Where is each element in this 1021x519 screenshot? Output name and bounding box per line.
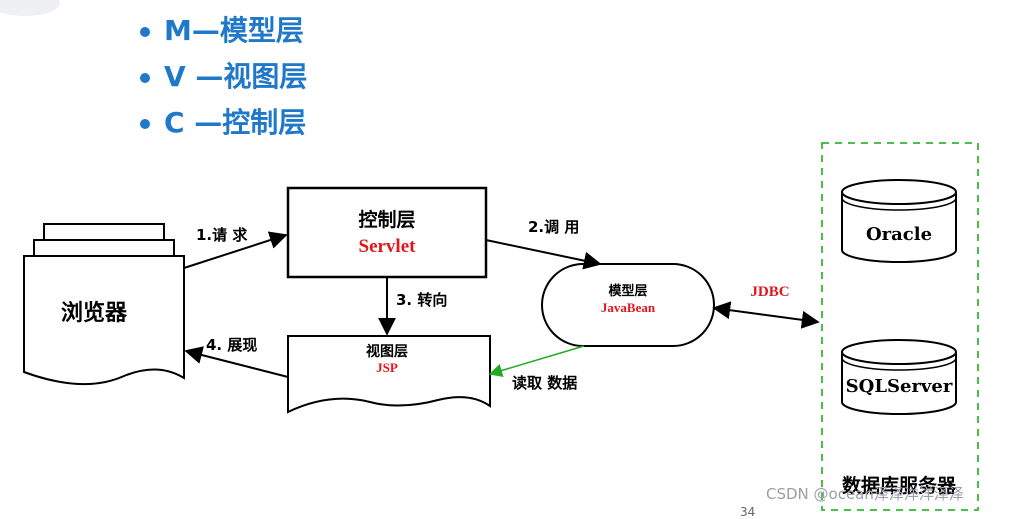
page-number: 34 bbox=[740, 505, 756, 519]
bullet-text: V —视图层 bbox=[164, 60, 308, 93]
view-node: 视图层 JSP bbox=[287, 335, 491, 414]
bullet-dot-icon bbox=[140, 119, 150, 129]
forward-label: 3. 转向 bbox=[396, 291, 447, 309]
model-subtitle: JavaBean bbox=[601, 300, 656, 315]
bullet-view: V —视图层 bbox=[140, 54, 307, 100]
call-arrow bbox=[485, 239, 602, 270]
jdbc-label: JDBC bbox=[750, 284, 789, 300]
show-arrow bbox=[184, 346, 289, 378]
cylinder-top bbox=[841, 339, 957, 365]
sqlserver-database-icon: SQLServer bbox=[841, 339, 957, 415]
bullet-dot-icon bbox=[140, 27, 150, 37]
model-title: 模型层 bbox=[608, 283, 647, 299]
bullet-list: M—模型层 V —视图层 C —控制层 bbox=[140, 8, 307, 146]
bullet-text: C —控制层 bbox=[164, 106, 307, 139]
oracle-database-icon: Oracle bbox=[841, 179, 957, 263]
controller-node: 控制层 Servlet bbox=[286, 186, 488, 279]
cylinder-rim bbox=[841, 197, 957, 211]
browser-node: 浏览器 bbox=[23, 223, 185, 386]
request-arrow bbox=[183, 231, 288, 269]
read-data-arrow bbox=[488, 345, 585, 378]
browser-label: 浏览器 bbox=[61, 300, 128, 326]
show-label: 4. 展现 bbox=[206, 336, 257, 354]
controller-title: 控制层 bbox=[358, 208, 415, 231]
controller-box bbox=[286, 186, 488, 279]
view-title: 视图层 bbox=[366, 343, 408, 360]
model-node: 模型层 JavaBean bbox=[541, 263, 715, 347]
read-data-label: 读取 数据 bbox=[512, 374, 577, 392]
controller-subtitle: Servlet bbox=[359, 236, 417, 257]
oracle-label: Oracle bbox=[866, 224, 932, 245]
view-shape bbox=[287, 335, 491, 414]
document-page-front bbox=[23, 255, 185, 386]
cylinder-body bbox=[841, 192, 957, 263]
database-server-title: 数据库服务器 bbox=[842, 474, 957, 497]
bullet-model: M—模型层 bbox=[140, 8, 307, 54]
cylinder-rim bbox=[841, 357, 957, 371]
request-label: 1.请 求 bbox=[196, 226, 248, 244]
cylinder-top bbox=[841, 179, 957, 205]
cylinder-body bbox=[841, 352, 957, 415]
decorative-blob bbox=[0, 0, 60, 16]
view-subtitle: JSP bbox=[376, 360, 398, 375]
jdbc-arrow bbox=[712, 301, 820, 329]
call-label: 2.调 用 bbox=[528, 218, 579, 236]
sqlserver-label: SQLServer bbox=[846, 376, 953, 397]
bullet-controller: C —控制层 bbox=[140, 100, 307, 146]
watermark: CSDN @ocean泽泽洋洋泽泽 bbox=[766, 485, 964, 503]
database-server-border bbox=[821, 142, 979, 511]
bullet-text: M—模型层 bbox=[164, 14, 304, 47]
bullet-dot-icon bbox=[140, 73, 150, 83]
database-server: Oracle SQLServer 数据库服务器 bbox=[821, 142, 979, 511]
